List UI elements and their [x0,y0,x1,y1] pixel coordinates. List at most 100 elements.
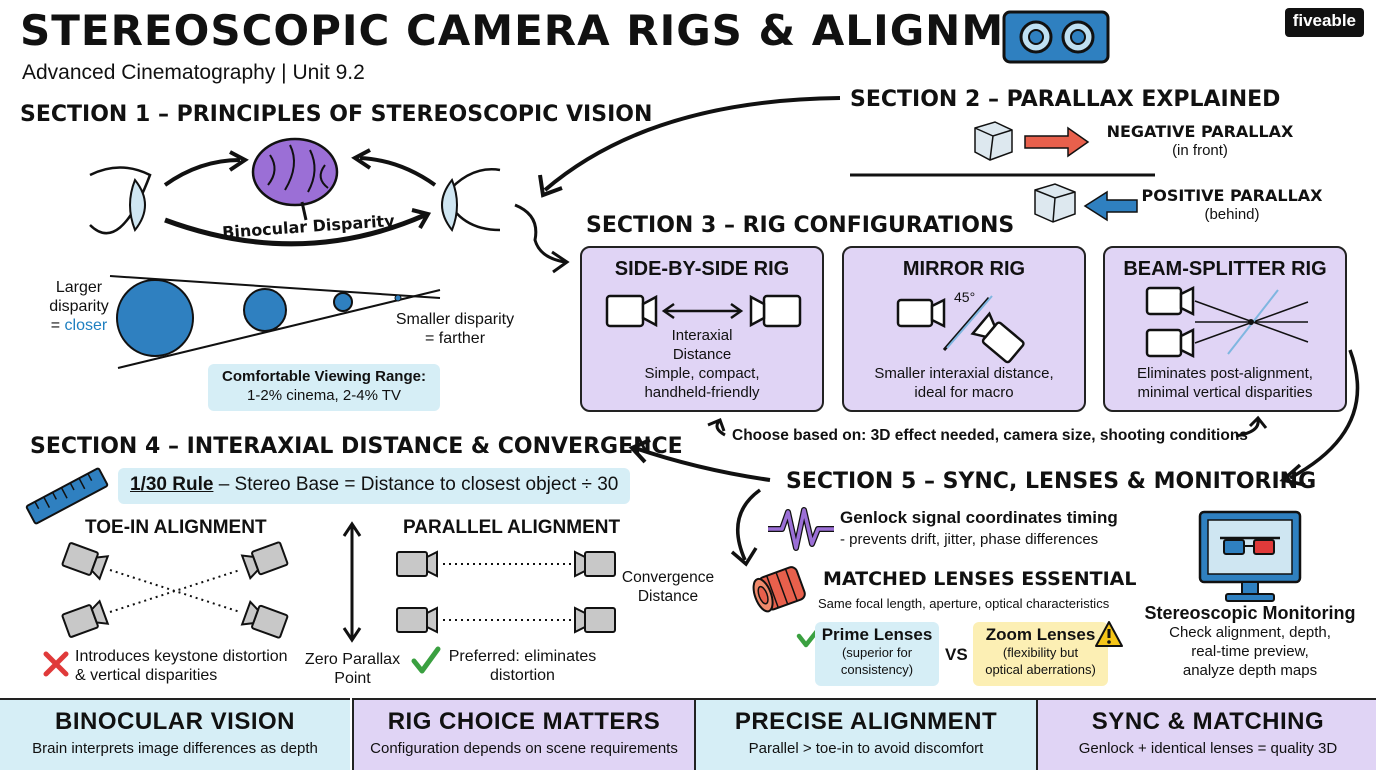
camera-icon [240,600,289,639]
footer-title: BINOCULAR VISION [54,708,295,735]
smaller-label-line2: = farther [424,330,486,347]
closer-label: closer [64,317,108,334]
cube-icon [1034,183,1076,223]
footer-title: RIG CHOICE MATTERS [387,708,661,735]
rig-card-title: MIRROR RIG [902,258,1026,280]
footer-sync-matching: SYNC & MATCHING Genlock + identical lens… [1036,698,1376,770]
side-by-side-cameras [605,294,802,328]
toe-in-note: Introduces keystone distortion & vertica… [75,647,288,685]
camera-icon [896,297,946,329]
camera-icon [1145,285,1195,317]
zero-parallax-line2: Point [334,670,371,687]
beam-splitter-diagram [1145,285,1309,359]
positive-parallax-title: POSITIVE PARALLAX [1141,186,1323,205]
eye-icon [441,168,501,232]
section1-heading: SECTION 1 – PRINCIPLES OF STEREOSCOPIC V… [20,102,653,127]
rig-card-desc: Smaller interaxial distance, ideal for m… [844,364,1084,402]
positive-parallax-sub: (behind) [1204,206,1260,223]
binocular-diagram [89,137,501,247]
rig-card-beam-splitter: BEAM-SPLITTER RIG Eliminates post-alignm… [1103,246,1347,412]
smaller-label-line1: Smaller disparity [395,311,515,328]
larger-label-equals: = [50,317,65,334]
negative-parallax: NEGATIVE PARALLAX (in front) [1100,122,1300,160]
prime-lenses-sub2: consistency) [840,662,914,677]
monitor-title: Stereoscopic Monitoring [1144,603,1356,623]
parallel-diagram [396,550,616,634]
footer-binocular-vision: BINOCULAR VISION Brain interprets image … [0,698,350,770]
rig-card-title: SIDE-BY-SIDE RIG [614,258,790,280]
footer-desc: Brain interprets image differences as de… [32,740,318,757]
warning-icon [1095,621,1123,647]
footer-title: PRECISE ALIGNMENT [734,708,998,735]
zoom-lenses-sub1: (flexibility but [1002,645,1079,660]
convergence-line1: Convergence [621,569,715,586]
positive-parallax: POSITIVE PARALLAX (behind) [1135,186,1329,224]
interaxial-label-line2: Distance [672,346,732,363]
section2-heading: SECTION 2 – PARALLAX EXPLAINED [850,87,1281,112]
camera-icon [1145,327,1195,359]
genlock-sub: - prevents drift, jitter, phase differen… [840,531,1099,548]
camera-icon [605,294,658,328]
rule-name: 1/30 Rule [130,474,214,495]
lens-icon [752,566,806,613]
viewing-range-title: Comfortable Viewing Range: [222,368,426,385]
3d-glasses-icon [1220,536,1280,555]
camera-icon [574,606,616,634]
parallel-note-line2: distortion [490,667,555,684]
toe-in-note-line1: Introduces keystone distortion [75,648,288,665]
footer-precise-alignment: PRECISE ALIGNMENT Parallel > toe-in to a… [694,698,1036,770]
parallel-note-line1: Preferred: eliminates [448,648,597,665]
camera-icon [396,550,438,578]
choose-note: Choose based on: 3D effect needed, camer… [732,427,1248,444]
toe-in-diagram [61,541,289,639]
zero-parallax-line1: Zero Parallax [304,651,401,668]
monitor-sub1: Check alignment, depth, [1169,624,1331,641]
larger-label-line3: = closer [40,316,118,335]
interaxial-label-line1: Interaxial [671,327,733,344]
cube-icon [974,121,1013,161]
check-icon [411,646,441,674]
camera-icon [574,550,616,578]
footer-rig-choice: RIG CHOICE MATTERS Configuration depends… [352,698,694,770]
negative-parallax-title: NEGATIVE PARALLAX [1106,122,1294,141]
rig-card-desc-line1: Simple, compact, [644,365,760,382]
eye-icon [89,166,152,235]
prime-lenses-title: Prime Lenses [821,625,933,644]
lenses-title: MATCHED LENSES ESSENTIAL [823,568,1137,590]
rig-card-mirror: MIRROR RIG 45° Smaller interaxial distan… [842,246,1086,412]
monitor-icon [1198,510,1302,602]
rig-card-desc-line2: minimal vertical disparities [1137,384,1313,401]
rig-card-desc-line1: Smaller interaxial distance, [874,365,1054,382]
larger-disparity-label: Larger disparity = closer [40,278,118,335]
camera-icon [396,606,438,634]
camera-icon [61,542,110,581]
convergence-label: Convergence Distance [620,568,716,606]
zoom-lenses-sub2: optical aberrations) [985,662,1096,677]
rig-card-desc-line2: ideal for macro [914,384,1014,401]
rig-card-desc: Simple, compact, handheld-friendly [582,364,822,402]
mirror-rig-diagram [896,295,1025,364]
footer-desc: Configuration depends on scene requireme… [370,740,678,757]
ruler-icon [25,467,109,525]
lenses-sub: Same focal length, aperture, optical cha… [818,596,1110,611]
toe-in-note-line2: & vertical disparities [75,667,218,684]
disparity-spheres [109,275,441,369]
section5-heading: SECTION 5 – SYNC, LENSES & MONITORING [786,469,1317,494]
brain-icon [251,137,339,221]
monitoring-block: Stereoscopic Monitoring Check alignment,… [1130,604,1370,680]
blue-arrow [1083,190,1138,222]
larger-label-line1: Larger [55,279,103,296]
rig-card-desc: Eliminates post-alignment, minimal verti… [1105,364,1345,402]
toe-in-title: TOE-IN ALIGNMENT [85,517,267,538]
camera-icon [749,294,802,328]
footer-title: SYNC & MATCHING [1091,708,1325,735]
genlock-title: Genlock signal coordinates timing [840,508,1118,527]
waveform-icon [768,507,834,551]
viewing-range-box: Comfortable Viewing Range: 1-2% cinema, … [208,364,440,411]
rule-formula: – Stereo Base = Distance to closest obje… [213,474,619,495]
parallel-title: PARALLEL ALIGNMENT [403,517,621,538]
prime-lenses-sub1: (superior for [841,645,913,660]
convergence-line2: Distance [637,588,699,605]
zoom-lenses-title: Zoom Lenses [985,625,1096,644]
